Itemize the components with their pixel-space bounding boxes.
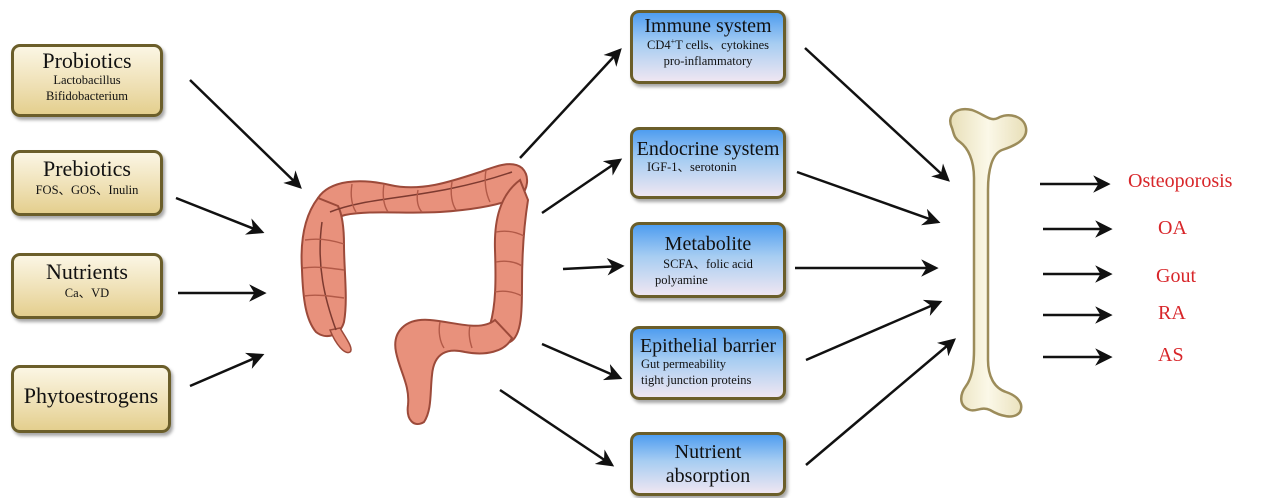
arrow-phytoestrogens-to-gut [190, 355, 262, 386]
nutrient-absorption-box: Nutrient absorption [630, 432, 786, 496]
arrow-immune-to-bone [805, 48, 948, 180]
nutrients-title: Nutrients [14, 260, 160, 284]
arrow-absorption-to-bone [806, 340, 954, 465]
probiotics-box: Probiotics Lactobacillus Bifidobacterium [11, 44, 163, 117]
outcome-oa: OA [1158, 217, 1187, 240]
bone-icon [950, 109, 1026, 416]
prebiotics-title: Prebiotics [14, 157, 160, 181]
phytoestrogens-box: Phytoestrogens [11, 365, 171, 433]
arrow-gut-to-immune [520, 50, 620, 158]
prebiotics-box: Prebiotics FOS、GOS、Inulin [11, 150, 163, 216]
outcome-as: AS [1158, 344, 1184, 367]
endocrine-system-title: Endocrine system [633, 138, 783, 160]
metabolite-box: Metabolite SCFA、folic acid polyamine [630, 222, 786, 298]
arrow-endocrine-to-bone [797, 172, 938, 222]
epithelial-barrier-line-2: tight junction proteins [633, 373, 783, 389]
immune-system-box: Immune system CD4+T cells、cytokines pro-… [630, 10, 786, 84]
metabolite-line-2: polyamine [633, 273, 783, 289]
metabolite-line-1: SCFA、folic acid [633, 257, 783, 273]
arrow-probiotics-to-gut [190, 80, 300, 187]
arrow-gut-to-absorption [500, 390, 612, 465]
arrow-gut-to-epithelial [542, 344, 620, 378]
endocrine-system-line-1: IGF-1、serotonin [633, 160, 783, 176]
immune-system-title: Immune system [633, 15, 783, 37]
colon-icon [302, 164, 528, 424]
outcome-ra: RA [1158, 302, 1186, 325]
prebiotics-line-1: FOS、GOS、Inulin [14, 183, 160, 199]
arrow-prebiotics-to-gut [176, 198, 262, 232]
arrow-epithelial-to-bone [806, 302, 940, 360]
probiotics-line-1: Lactobacillus [14, 73, 160, 89]
probiotics-title: Probiotics [14, 49, 160, 73]
immune-system-line-1: CD4+T cells、cytokines [633, 37, 783, 54]
epithelial-barrier-line-1: Gut permeability [633, 357, 783, 373]
outcome-osteoporosis: Osteoporosis [1128, 170, 1232, 193]
arrow-gut-to-endocrine [542, 160, 620, 213]
nutrients-line-1: Ca、VD [14, 286, 160, 302]
nutrient-absorption-title-2: absorption [633, 465, 783, 487]
epithelial-barrier-title: Epithelial barrier [633, 335, 783, 357]
probiotics-line-2: Bifidobacterium [14, 89, 160, 105]
nutrient-absorption-title-1: Nutrient [633, 441, 783, 463]
outcome-gout: Gout [1156, 265, 1196, 288]
arrow-gut-to-metabolite [563, 266, 622, 269]
metabolite-title: Metabolite [633, 233, 783, 255]
immune-system-line-2: pro-inflammatory [633, 54, 783, 70]
nutrients-box: Nutrients Ca、VD [11, 253, 163, 319]
phytoestrogens-title: Phytoestrogens [14, 384, 168, 408]
epithelial-barrier-box: Epithelial barrier Gut permeability tigh… [630, 326, 786, 400]
endocrine-system-box: Endocrine system IGF-1、serotonin [630, 127, 786, 199]
